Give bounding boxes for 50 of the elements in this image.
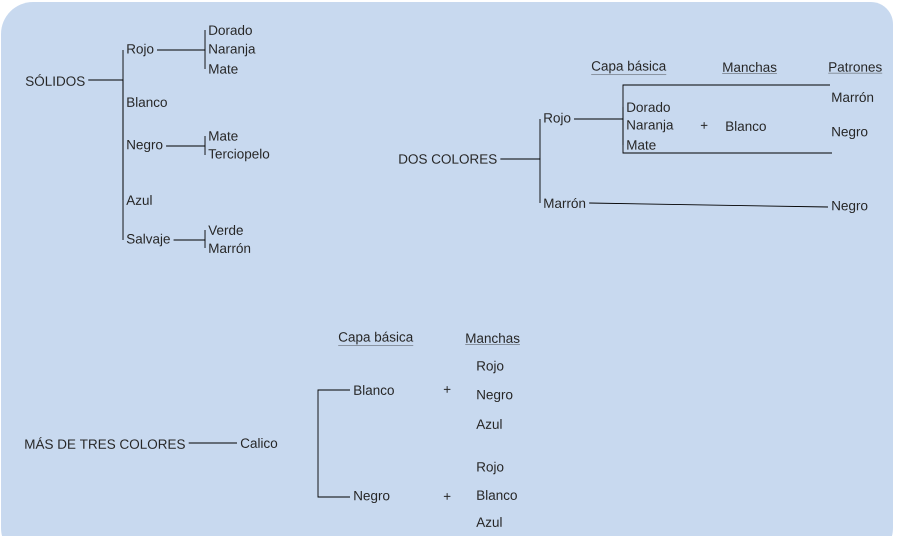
plus-sign: +: [444, 386, 450, 393]
category-label: Azul: [126, 195, 152, 205]
category-label: Terciopelo: [208, 148, 270, 162]
connector-line: [173, 240, 206, 248]
category-label: Mate: [209, 131, 238, 141]
color-label: Negro: [477, 390, 512, 402]
color-label: Blanco: [477, 490, 517, 500]
color-label: Rojo: [477, 360, 504, 374]
connector-line: [188, 442, 238, 444]
category-label: Blanco: [127, 97, 167, 107]
plus-sign: +: [444, 493, 450, 500]
plus-sign: +: [700, 122, 708, 129]
connector-line: [156, 50, 206, 70]
category-label: Blanco: [354, 385, 394, 395]
category-label: Dorado: [627, 102, 670, 112]
category-label: Verde: [208, 225, 243, 235]
color-label: Marrón: [832, 92, 874, 102]
connector-line: [318, 390, 350, 498]
color-label: Blanco: [726, 121, 766, 131]
color-label: Negro: [832, 126, 868, 140]
category-label: MÁS DE TRES COLORES: [25, 437, 185, 449]
column-heading: Patrones: [828, 62, 882, 74]
connector-line: [166, 146, 206, 156]
category-label: Dorado: [209, 25, 252, 35]
category-label: DOS COLORES: [399, 154, 497, 164]
color-label: Azul: [476, 419, 502, 429]
category-label: Naranja: [209, 44, 256, 56]
category-label: Rojo: [544, 112, 570, 126]
category-label: Rojo: [127, 44, 154, 56]
category-label: Salvaje: [126, 234, 170, 246]
category-label: SÓLIDOS: [26, 74, 85, 86]
category-label: Mate: [627, 140, 656, 150]
column-heading: Capa básica: [591, 60, 666, 75]
connector-line: [88, 80, 124, 240]
category-label: Marrón: [544, 198, 586, 208]
category-label: Calico: [240, 438, 278, 448]
category-label: Marrón: [209, 242, 250, 254]
connector-line: [588, 202, 828, 208]
connector-line: [500, 158, 540, 204]
column-heading: Manchas: [722, 62, 778, 74]
connector-line: [574, 118, 624, 146]
column-heading: Capa básica: [338, 332, 414, 346]
category-label: Negro: [832, 200, 868, 214]
color-label: Rojo: [477, 462, 504, 474]
column-heading: Manchas: [465, 333, 520, 345]
category-label: Naranja: [627, 120, 674, 132]
category-label: Negro: [127, 140, 162, 152]
color-label: Azul: [476, 517, 502, 527]
category-label: Negro: [354, 490, 390, 504]
category-label: Mate: [209, 64, 238, 74]
